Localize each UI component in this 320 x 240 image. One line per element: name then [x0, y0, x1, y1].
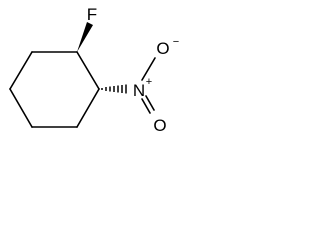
ring-bond-c5-c6	[9, 51, 33, 90]
oxygen-bottom-label: O	[153, 116, 166, 135]
ring-bonds	[9, 51, 100, 128]
bond-n-o-top	[141, 57, 156, 81]
ring-bond-c4-c5	[9, 88, 33, 128]
nitrogen-charge: +	[146, 76, 152, 88]
oxygen-top-label: O	[156, 39, 169, 58]
fluorine-label: F	[87, 5, 97, 24]
bond-n-o-bottom-1	[141, 98, 151, 114]
oxygen-top-charge: −	[173, 36, 179, 48]
molecule-structure: F N + O − O	[9, 5, 179, 135]
nitro-bonds	[141, 57, 156, 114]
wedge-bond-to-fluorine	[77, 22, 93, 52]
bond-n-o-bottom-2	[145, 95, 155, 111]
hash-bond-to-nitro	[101, 84, 127, 94]
ring-bond-c1-c2	[76, 51, 100, 90]
nitrogen-label: N	[133, 81, 145, 100]
ring-bond-c2-c3	[76, 88, 100, 128]
